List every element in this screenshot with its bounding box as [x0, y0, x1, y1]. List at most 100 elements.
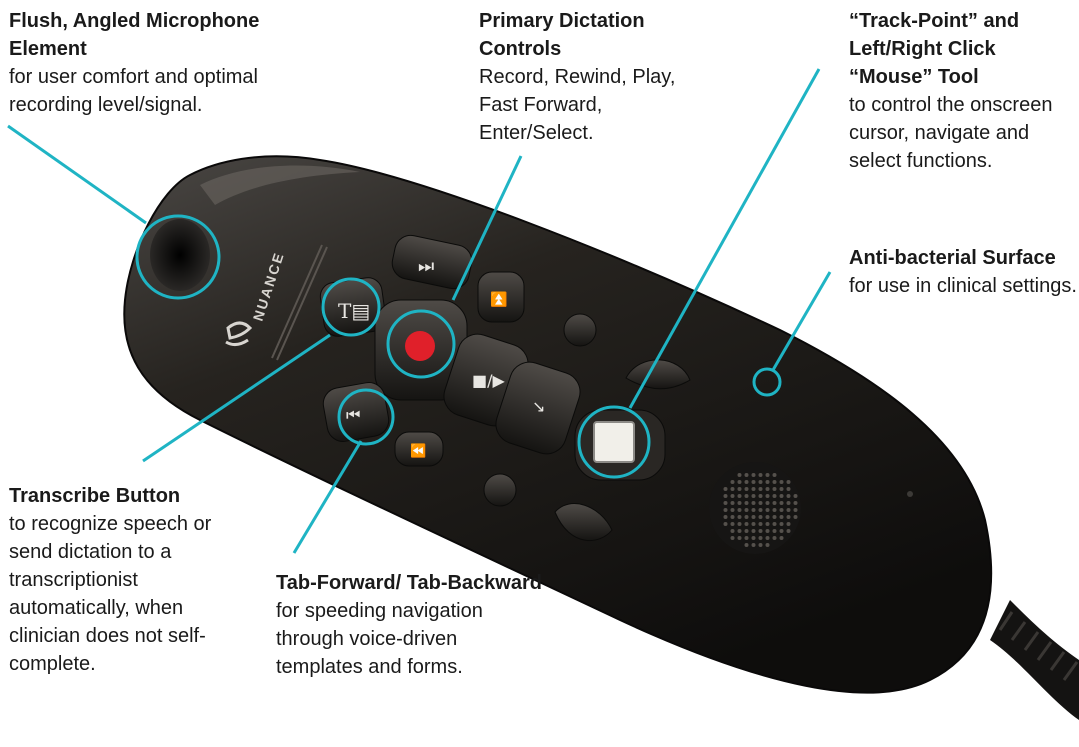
callout-antibacterial-desc: for use in clinical settings. — [849, 275, 1077, 297]
speaker-grille-icon — [709, 462, 801, 554]
device-cable — [990, 600, 1079, 720]
speaker-hole — [758, 473, 763, 477]
connector-trackpoint — [628, 68, 821, 409]
speaker-hole — [758, 543, 763, 547]
speaker-hole — [758, 508, 763, 512]
enter-select-button[interactable] — [491, 357, 585, 459]
speaker-hole — [744, 515, 749, 519]
callout-primary-controls: Primary Dictation Controls Record, Rewin… — [479, 7, 709, 147]
speaker-hole — [779, 501, 784, 505]
rewind-button[interactable] — [389, 232, 474, 291]
speaker-hole — [772, 487, 777, 491]
mouse-button-lower[interactable] — [554, 503, 613, 542]
speaker-hole — [758, 522, 763, 526]
nav-button-lower[interactable] — [483, 473, 517, 507]
speaker-hole — [765, 473, 770, 477]
speaker-hole — [730, 480, 735, 484]
highlight-record — [386, 309, 456, 379]
speaker-hole — [758, 529, 763, 533]
slide-groove — [271, 244, 328, 361]
callout-primary-title: Primary Dictation Controls — [479, 10, 645, 60]
speaker-hole — [765, 494, 770, 498]
speaker-hole — [779, 508, 784, 512]
speaker-hole — [730, 522, 735, 526]
left-click-button[interactable] — [563, 313, 597, 347]
speaker-hole — [737, 522, 742, 526]
speaker-hole — [779, 487, 784, 491]
callout-microphone: Flush, Angled Microphone Element for use… — [9, 7, 329, 119]
speaker-hole — [737, 494, 742, 498]
speaker-hole — [765, 508, 770, 512]
connector-antibacterial — [771, 271, 832, 371]
speaker-hole — [737, 536, 742, 540]
callout-transcribe-title: Transcribe Button — [9, 485, 181, 507]
speaker-hole — [744, 473, 749, 477]
speaker-hole — [737, 508, 742, 512]
speaker-hole — [730, 536, 735, 540]
speaker-hole — [737, 501, 742, 505]
speaker-hole — [772, 473, 777, 477]
connector-tab — [292, 440, 363, 554]
fast-forward-button[interactable] — [477, 271, 525, 323]
speaker-hole — [744, 536, 749, 540]
speaker-hole — [751, 515, 756, 519]
highlight-surface — [752, 367, 782, 397]
speaker-hole — [765, 515, 770, 519]
speaker-hole — [779, 515, 784, 519]
connector-microphone — [7, 124, 147, 225]
right-click-button[interactable] — [625, 359, 691, 390]
speaker-hole — [737, 480, 742, 484]
trackpoint-icon[interactable] — [593, 421, 635, 463]
speaker-hole — [779, 494, 784, 498]
speaker-hole — [751, 473, 756, 477]
speaker-hole — [793, 508, 798, 512]
speaker-hole — [758, 487, 763, 491]
speaker-hole — [744, 543, 749, 547]
speaker-hole — [765, 501, 770, 505]
speaker-hole — [786, 508, 791, 512]
speaker-hole — [765, 480, 770, 484]
speaker-hole — [737, 473, 742, 477]
fast-forward-icon: ⏫ — [490, 291, 507, 308]
callout-antibacterial-title: Anti-bacterial Surface — [849, 247, 1056, 269]
speaker-hole — [723, 508, 728, 512]
speaker-hole — [779, 536, 784, 540]
callout-transcribe: Transcribe Button to recognize speech or… — [9, 482, 244, 678]
speaker-hole — [772, 529, 777, 533]
speaker-hole — [765, 487, 770, 491]
play-stop-icon: ■/▶ — [472, 371, 506, 390]
speaker-hole — [786, 487, 791, 491]
highlight-tab — [337, 388, 395, 446]
callout-antibacterial: Anti-bacterial Surface for use in clinic… — [849, 244, 1077, 300]
speaker-hole — [737, 515, 742, 519]
device-highlight — [200, 165, 360, 205]
speaker-hole — [765, 529, 770, 533]
speaker-hole — [786, 494, 791, 498]
speaker-hole — [758, 494, 763, 498]
speaker-hole — [723, 522, 728, 526]
speaker-hole — [779, 529, 784, 533]
speaker-hole — [786, 501, 791, 505]
speaker-hole — [793, 494, 798, 498]
callout-trackpoint: “Track-Point” and Left/Right Click “Mous… — [849, 7, 1077, 175]
speaker-hole — [751, 494, 756, 498]
speaker-hole — [730, 501, 735, 505]
connector-transcribe — [142, 333, 331, 463]
brand-symbol-icon — [225, 321, 253, 347]
microphone-icon — [150, 219, 210, 291]
speaker-hole — [751, 543, 756, 547]
transcribe-button[interactable]: T▤ — [319, 276, 388, 338]
callout-connectors — [7, 68, 832, 554]
speaker-hole — [730, 508, 735, 512]
speaker-hole — [730, 494, 735, 498]
speaker-hole — [751, 522, 756, 526]
tab-forward-button[interactable] — [394, 431, 444, 467]
speaker-hole — [744, 522, 749, 526]
speaker-hole — [758, 536, 763, 540]
speaker-hole — [786, 515, 791, 519]
speaker-hole — [751, 487, 756, 491]
speaker-hole — [723, 487, 728, 491]
speaker-hole — [751, 480, 756, 484]
speaker-hole — [793, 515, 798, 519]
